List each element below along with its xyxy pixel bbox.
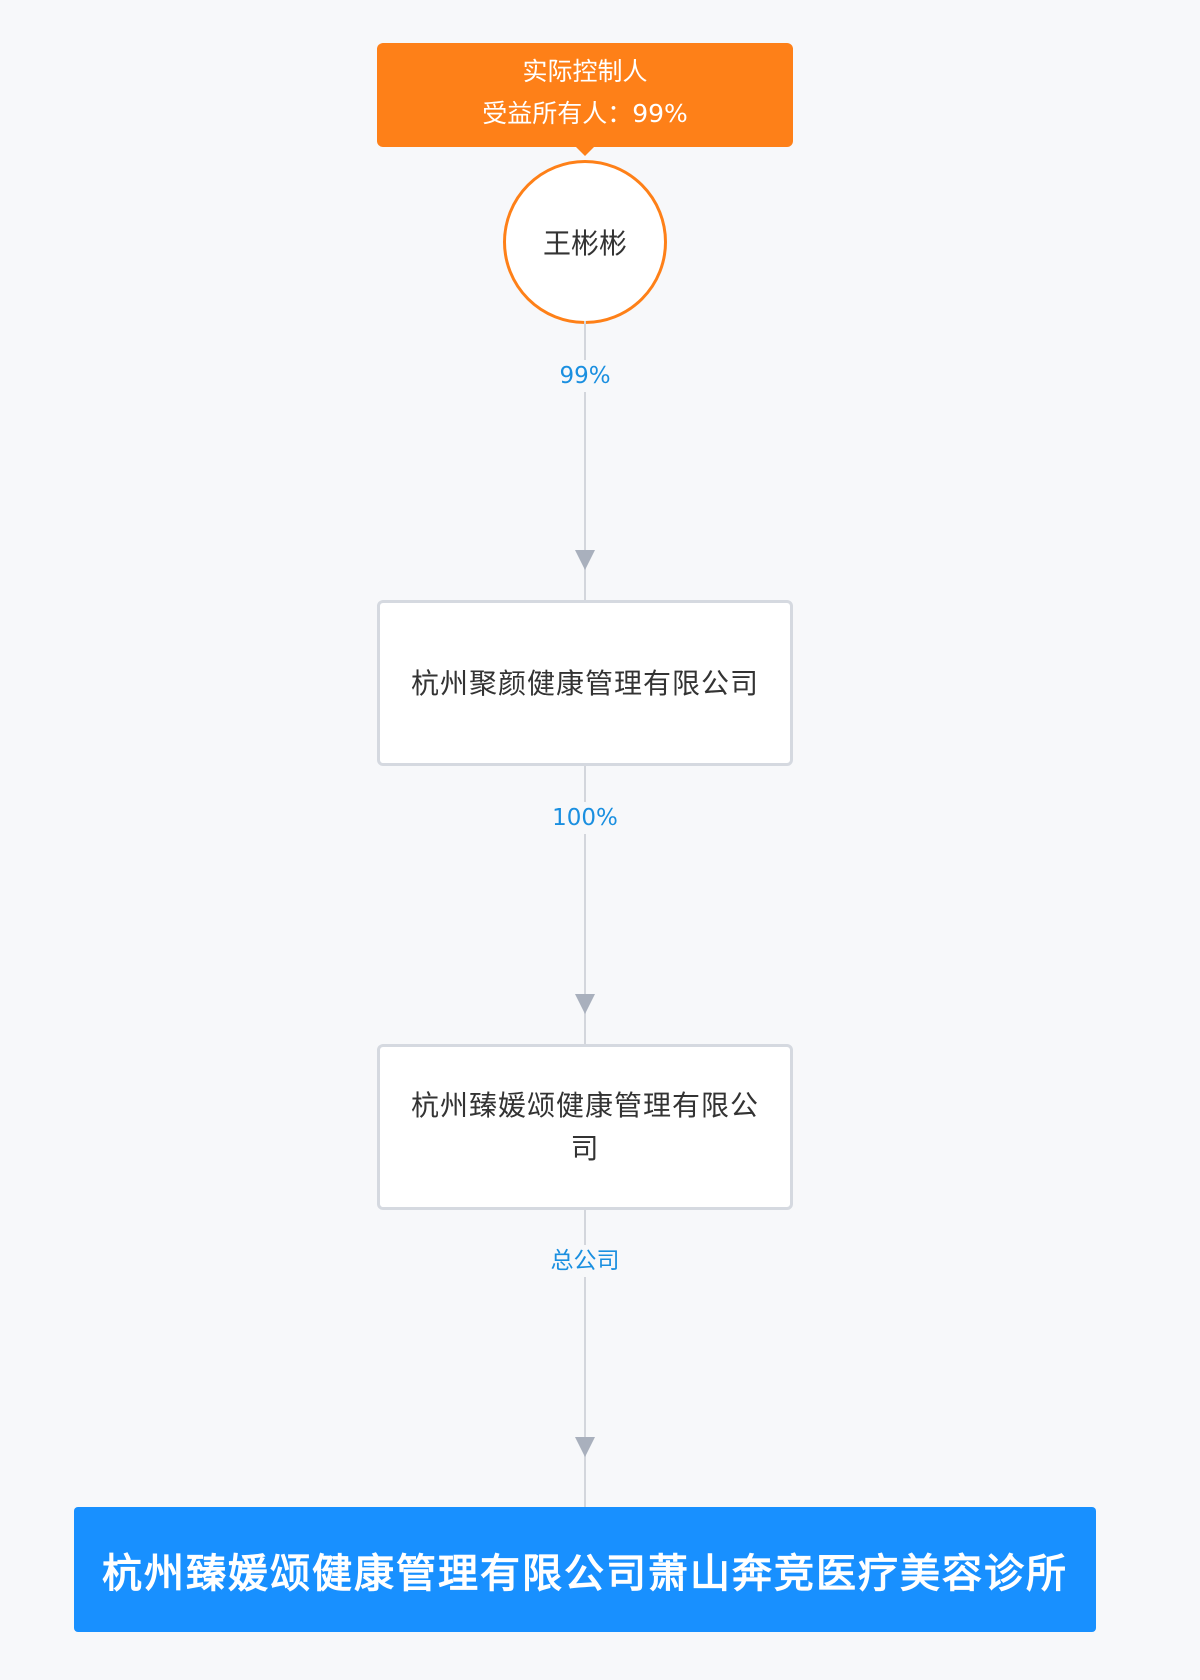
company-node[interactable]: 杭州聚颜健康管理有限公司	[377, 600, 793, 766]
company-name: 杭州臻媛颂健康管理有限公司	[410, 1089, 759, 1165]
edge-connector-line	[584, 321, 586, 600]
actual-controller-label: 实际控制人	[522, 57, 648, 86]
edge-label-shareholding: 100%	[485, 802, 685, 834]
branch-node[interactable]: 杭州臻媛颂健康管理有限公司萧山奔竞医疗美容诊所	[74, 1507, 1096, 1632]
edge-connector-line	[584, 766, 586, 1044]
person-name: 王彬彬	[542, 227, 627, 260]
arrow-down-icon	[575, 994, 595, 1014]
edge-label-shareholding: 99%	[485, 360, 685, 392]
edge-connector-line	[584, 1210, 586, 1507]
branch-name: 杭州臻媛颂健康管理有限公司萧山奔竞医疗美容诊所	[102, 1550, 1068, 1597]
person-node[interactable]: 王彬彬	[503, 160, 667, 324]
beneficial-owner-label: 受益所有人：99%	[482, 99, 688, 128]
company-name: 杭州聚颜健康管理有限公司	[410, 666, 759, 700]
callout-pointer	[575, 146, 595, 156]
company-node[interactable]: 杭州臻媛颂健康管理有限公司	[377, 1044, 793, 1210]
arrow-down-icon	[575, 1437, 595, 1457]
arrow-down-icon	[575, 550, 595, 570]
actual-controller-callout: 实际控制人 受益所有人：99%	[377, 43, 793, 147]
edge-label-relationship: 总公司	[485, 1245, 685, 1277]
